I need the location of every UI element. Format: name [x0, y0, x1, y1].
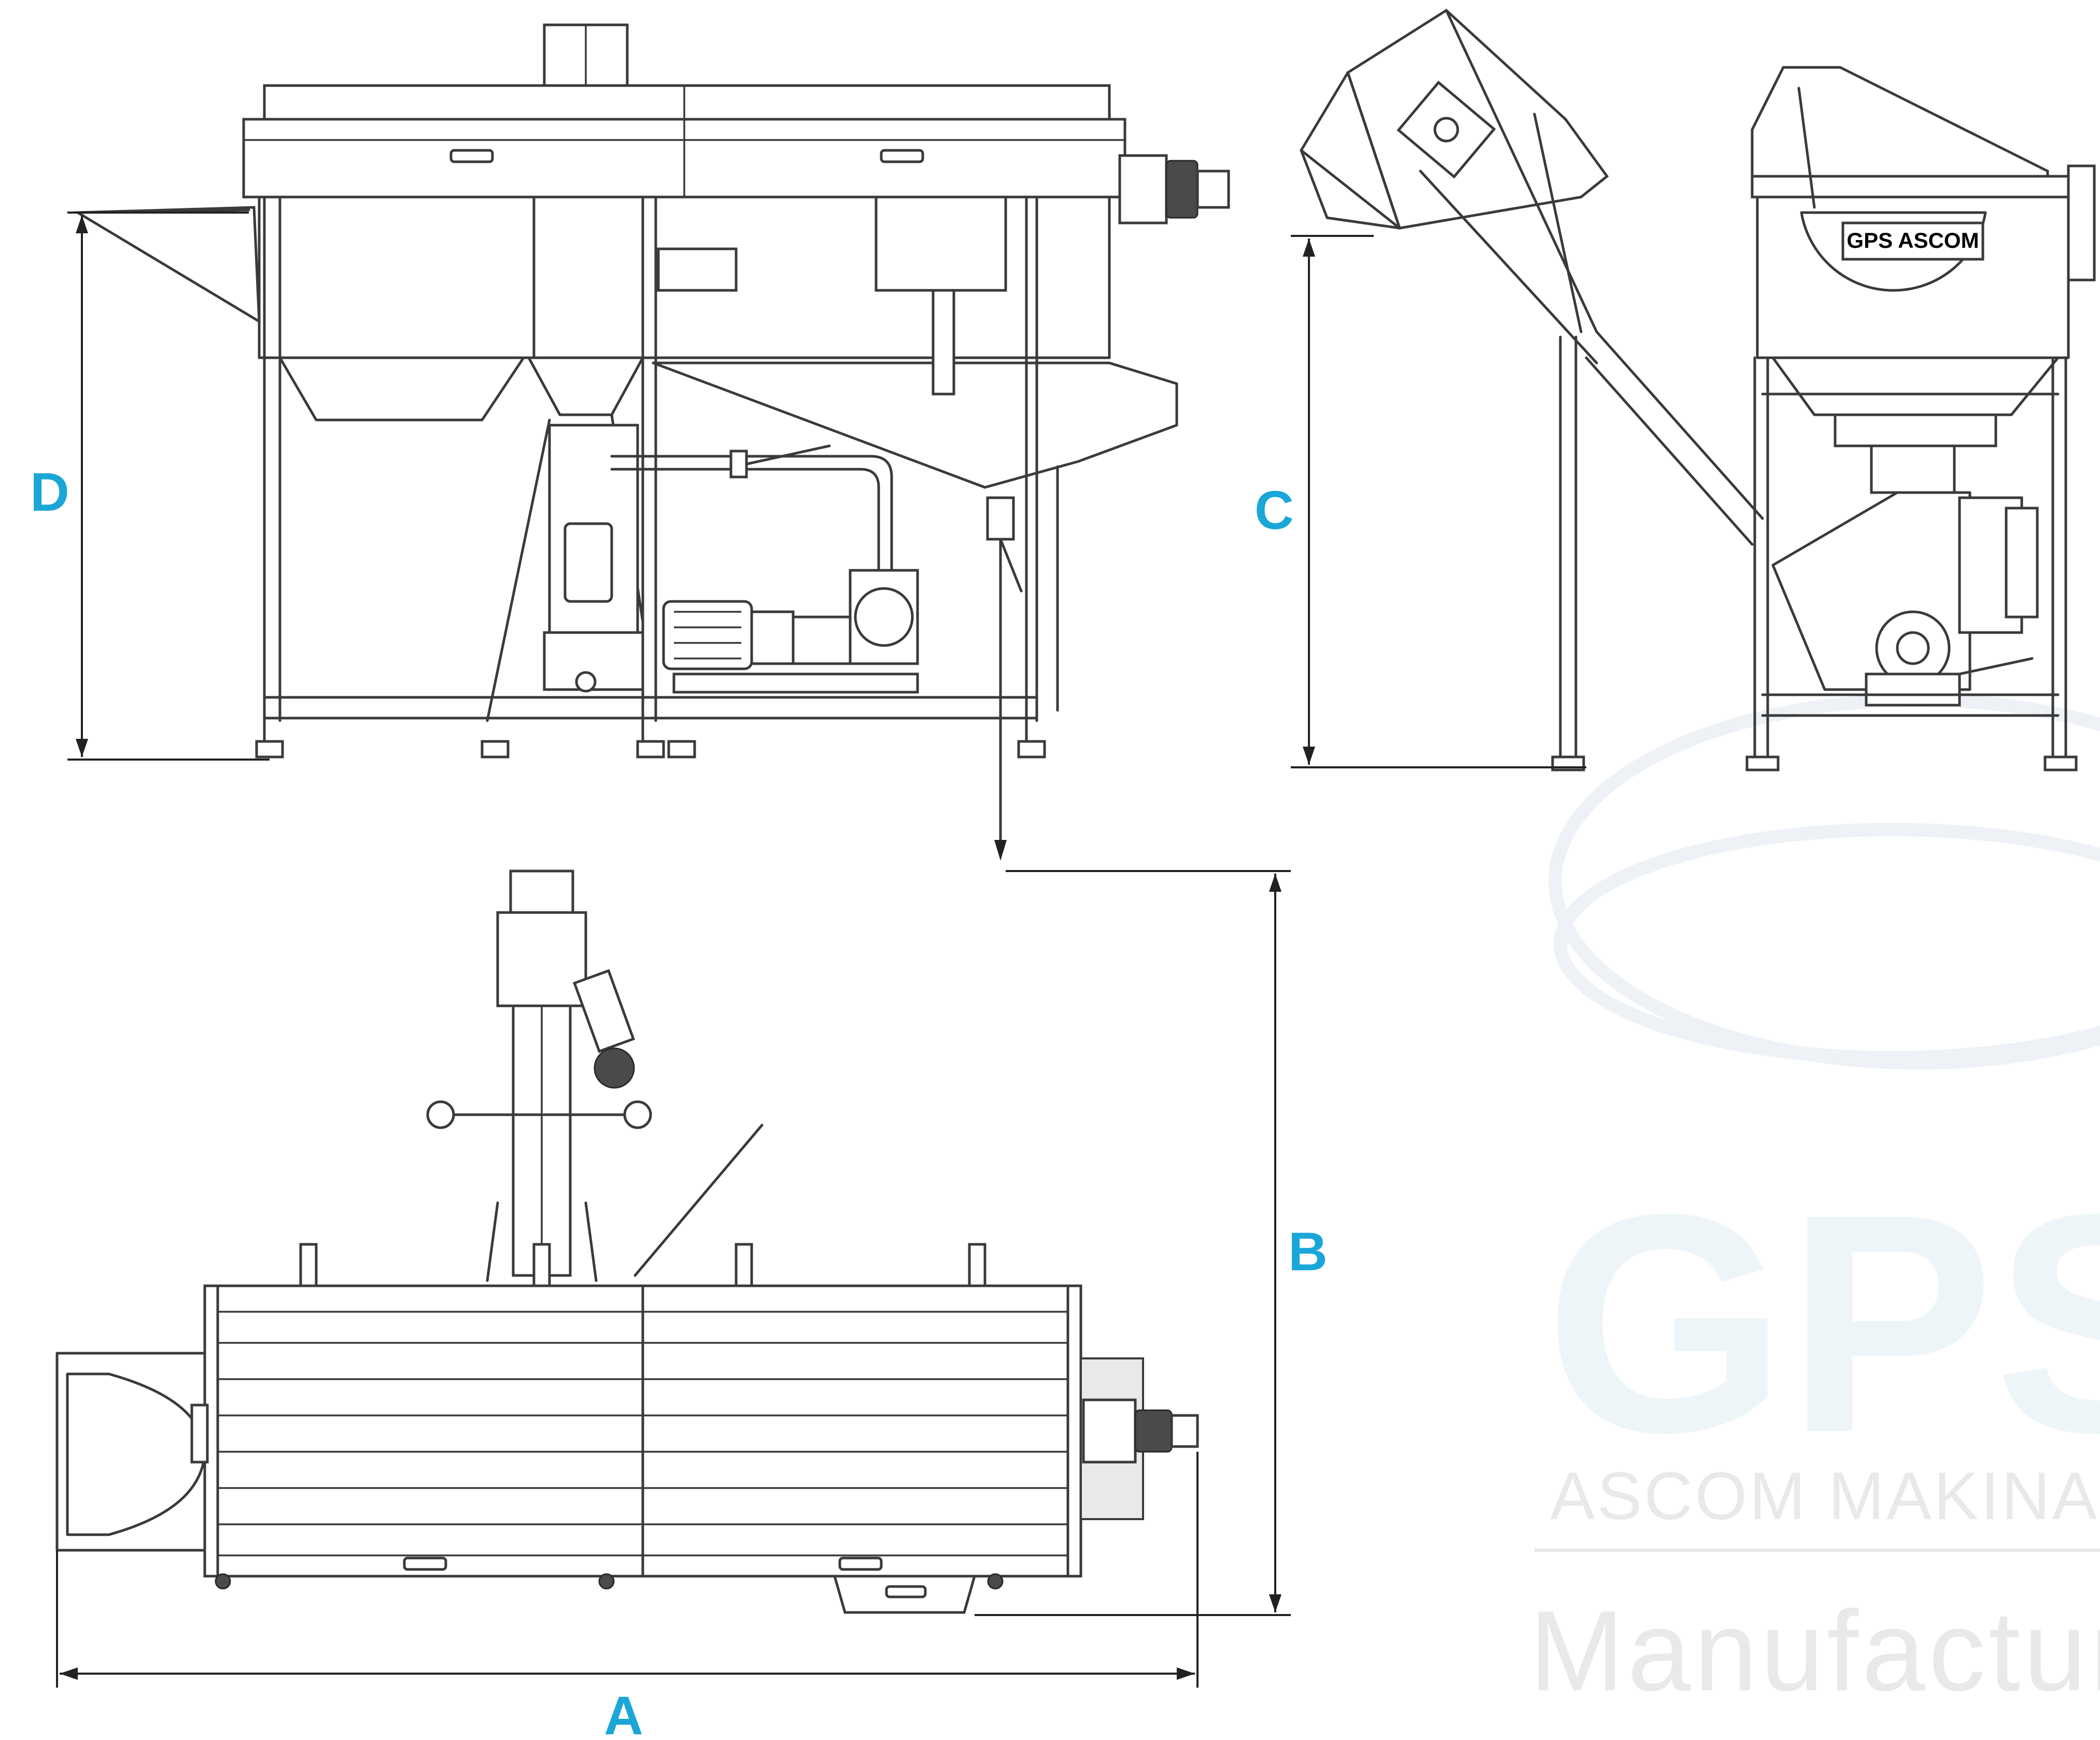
dimension-d: D	[30, 212, 270, 761]
front-view	[73, 23, 1230, 861]
watermark-company-line: ASCOM MAKINA SAN. Ti	[1550, 1458, 2100, 1534]
brand-plate	[1841, 221, 1984, 261]
side-view: GPS ASCOM	[1300, 8, 2096, 771]
dimension-label-b: B	[1288, 1222, 1328, 1282]
dimension-a: A	[56, 1452, 1199, 1740]
dimension-b: B	[975, 870, 1328, 1616]
watermark-ring	[1548, 693, 2100, 1070]
top-view	[55, 869, 1199, 1614]
watermark: GPS ASCOM MAKINA SAN. Ti Manufacturing	[1529, 693, 2100, 1715]
dimension-label-d: D	[30, 462, 69, 523]
watermark-logo-text: GPS	[1545, 1150, 2100, 1497]
brand-plate-label: GPS ASCOM	[1847, 228, 1979, 252]
watermark-tagline: Manufacturing	[1529, 1587, 2100, 1715]
dimension-label-a: A	[604, 1686, 643, 1740]
dimension-label-c: C	[1255, 480, 1294, 541]
dimension-c: C	[1255, 235, 1586, 768]
